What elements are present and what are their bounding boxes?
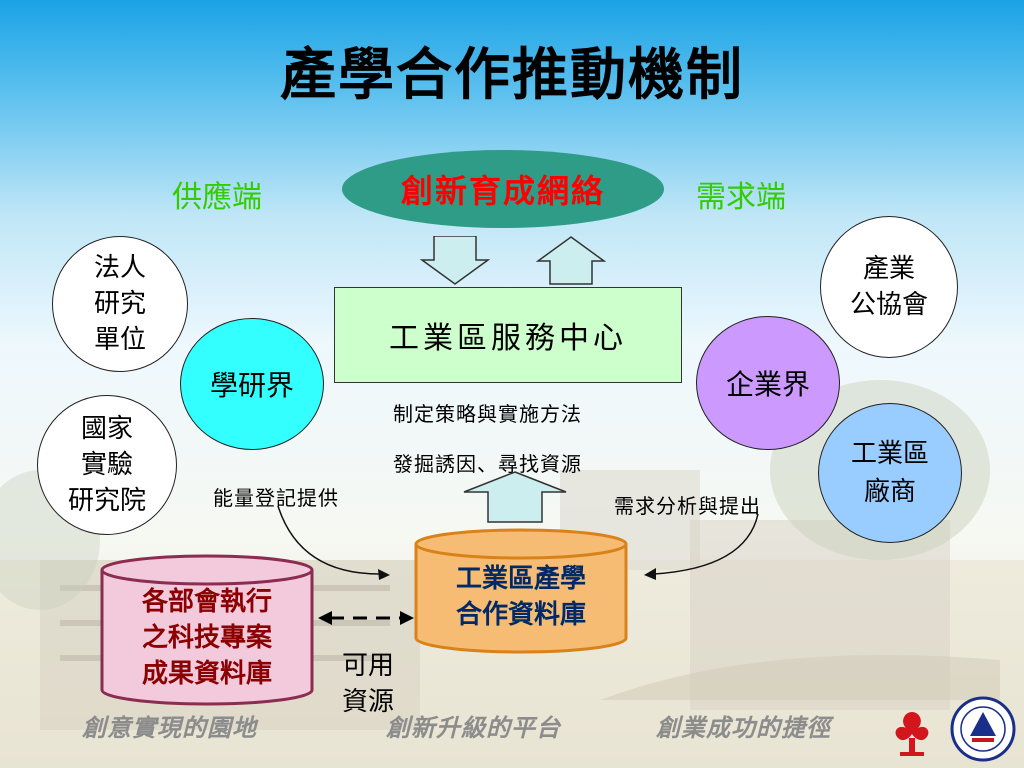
footer-slogan-3: 創業成功的捷徑 — [656, 713, 831, 742]
industry-academia-database-cylinder — [414, 528, 628, 654]
db-line: 各部會執行 — [141, 587, 272, 617]
circle-line: 研究 — [93, 289, 146, 319]
circle-line: 廠商 — [863, 477, 916, 507]
industry-academia-database-label: 工業區產學 合作資料庫 — [412, 552, 630, 642]
available-line: 可用 — [342, 651, 395, 681]
circle-line: 工業區 — [850, 439, 929, 469]
industry-association-circle: 產業 公協會 — [820, 216, 958, 358]
footer-slogan-1: 創意實現的園地 — [82, 713, 257, 742]
db-line: 工業區產學 — [455, 564, 586, 594]
flower-logo-icon — [895, 712, 929, 756]
academia-circle: 學研界 — [180, 318, 324, 450]
tech-project-database-label: 各部會執行 之科技專案 成果資料庫 — [98, 578, 316, 698]
innovation-incubation-network-oval: 創新育成網絡 — [342, 150, 664, 228]
circle-line: 產業 — [862, 254, 915, 284]
bidirectional-dashed-arrow-icon — [318, 611, 414, 625]
discover-note: 發掘誘因、尋找資源 — [393, 452, 582, 476]
industry-circle: 企業界 — [696, 316, 840, 450]
circle-line: 公協會 — [849, 290, 928, 320]
demand-curve-arrow-icon — [644, 513, 759, 580]
legal-research-unit-circle: 法人 研究 單位 — [52, 236, 188, 372]
demand-analysis-note: 需求分析與提出 — [614, 494, 761, 518]
db-line: 成果資料庫 — [141, 659, 272, 689]
capacity-curve-arrow-icon — [277, 505, 390, 580]
footer-slogan-2: 創新升級的平台 — [386, 713, 561, 742]
down-arrow-icon — [420, 236, 490, 285]
available-line: 資源 — [342, 687, 395, 717]
circle-line: 實驗 — [80, 450, 133, 480]
university-seal-icon — [950, 696, 1016, 762]
capacity-registration-note: 能量登記提供 — [213, 486, 339, 510]
circle-line: 國家 — [80, 414, 133, 444]
available-resources-label: 可用 資源 — [342, 648, 394, 720]
up-arrow-icon — [463, 471, 567, 523]
circle-line: 法人 — [93, 253, 146, 283]
supply-side-label: 供應端 — [172, 180, 262, 215]
up-arrow-icon — [536, 236, 606, 285]
national-research-institute-circle: 國家 實驗 研究院 — [37, 395, 177, 535]
tech-project-database-cylinder — [100, 554, 314, 706]
circle-line: 研究院 — [67, 486, 146, 516]
industrial-zone-factories-circle: 工業區 廠商 — [818, 403, 962, 543]
page-title: 產學合作推動機制 — [280, 42, 744, 108]
db-line: 之科技專案 — [141, 623, 272, 653]
circle-line: 單位 — [93, 325, 146, 355]
industrial-zone-service-center: 工業區服務中心 — [334, 287, 682, 383]
strategy-note: 制定策略與實施方法 — [393, 402, 582, 426]
demand-side-label: 需求端 — [696, 180, 786, 215]
db-line: 合作資料庫 — [455, 600, 586, 630]
